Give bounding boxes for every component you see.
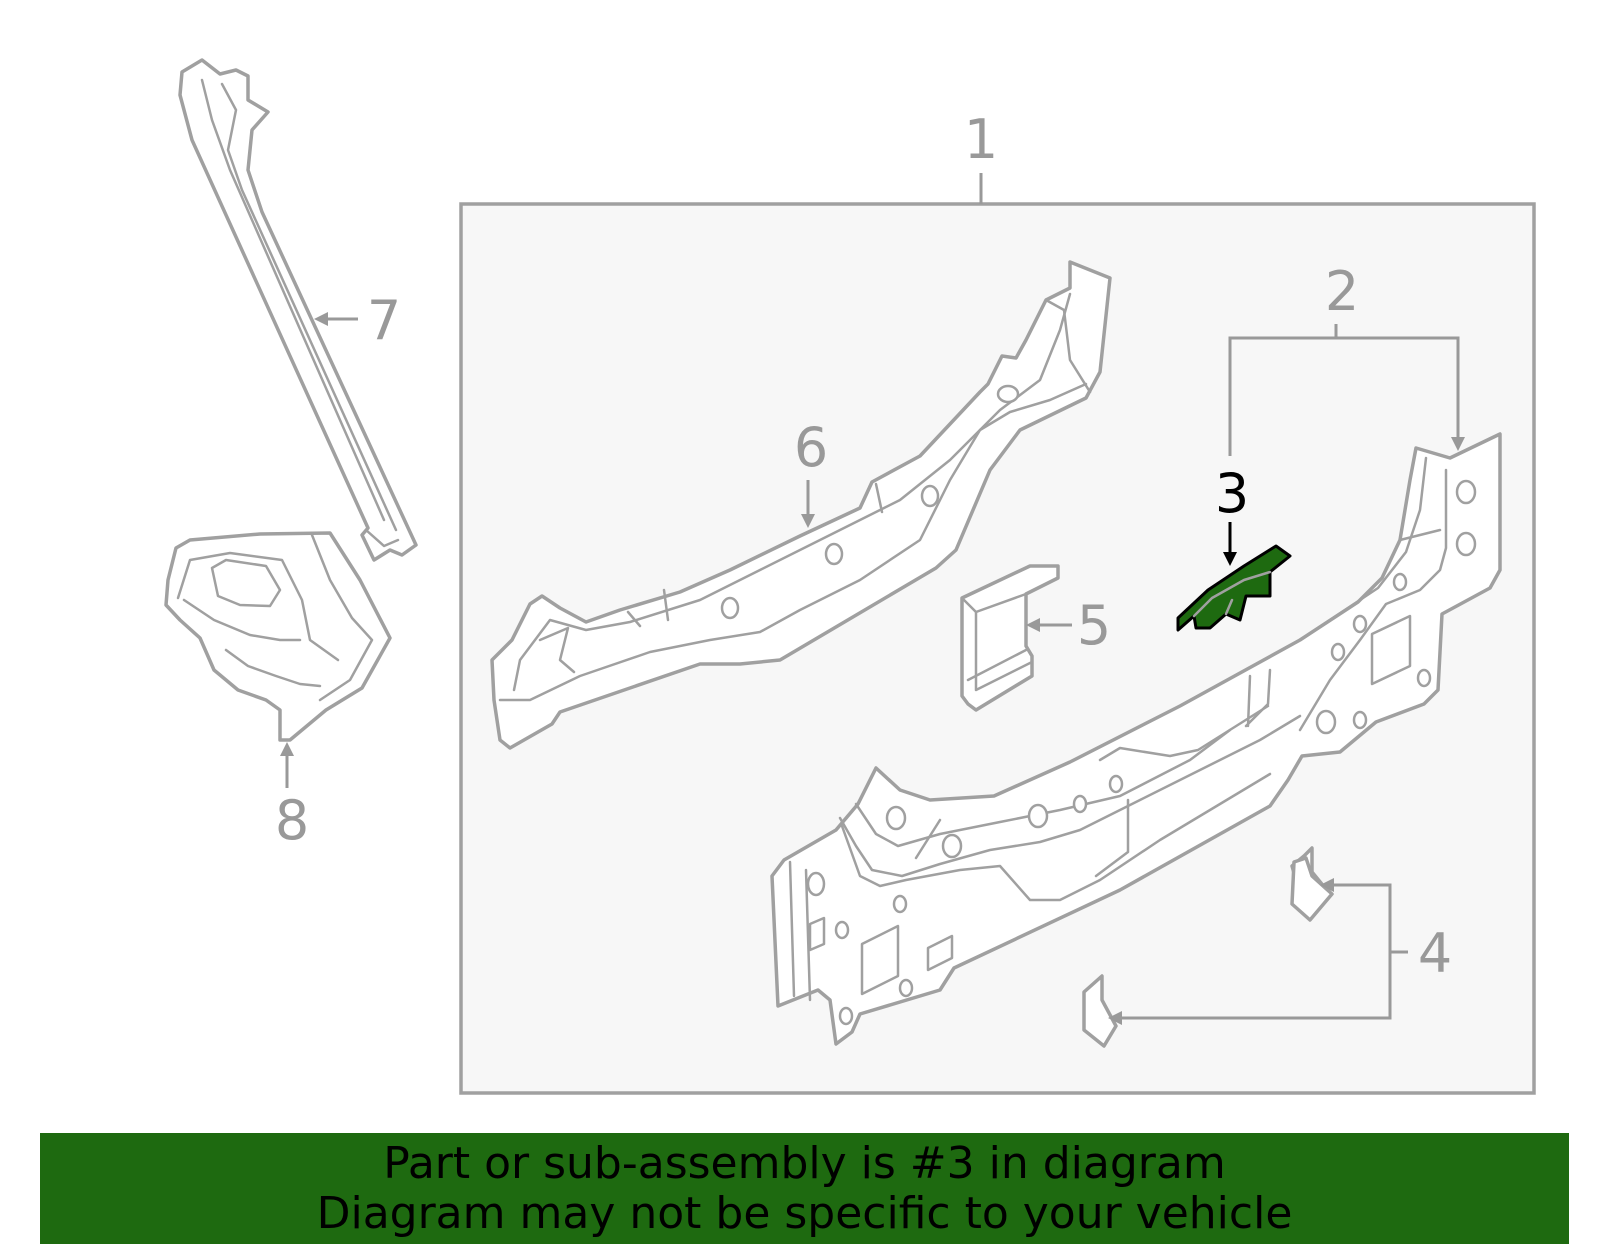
callout-5[interactable]: 5: [1077, 594, 1111, 657]
part-6-rail[interactable]: [490, 260, 1112, 750]
callout-6[interactable]: 6: [794, 416, 828, 479]
part-3-highlighted[interactable]: [1176, 544, 1292, 632]
arrow-4-upper: [1320, 878, 1334, 892]
info-banner: Part or sub-assembly is #3 in diagram Di…: [40, 1133, 1569, 1244]
callout-4[interactable]: 4: [1418, 922, 1452, 985]
part-7-pillar[interactable]: [178, 58, 418, 562]
callout-1[interactable]: 1: [964, 108, 998, 171]
part-2-panel[interactable]: [770, 432, 1502, 1046]
callout-7[interactable]: 7: [367, 289, 401, 352]
arrow-2: [1451, 437, 1465, 451]
arrow-3: [1223, 552, 1237, 566]
part-5-bracket[interactable]: [960, 564, 1060, 712]
callout-2[interactable]: 2: [1325, 260, 1359, 323]
part-4-clip-lower[interactable]: [1082, 974, 1118, 1048]
arrow-7: [314, 312, 328, 326]
arrow-4-lower: [1108, 1011, 1122, 1025]
arrow-8: [280, 742, 294, 756]
arrow-6: [801, 514, 815, 528]
banner-line-1: Part or sub-assembly is #3 in diagram: [383, 1138, 1226, 1189]
part-4-clip-upper[interactable]: [1290, 846, 1334, 922]
arrow-5: [1026, 618, 1040, 632]
leader-2-bracket: [1228, 336, 1460, 456]
callout-3[interactable]: 3: [1215, 462, 1249, 525]
banner-line-2: Diagram may not be specific to your vehi…: [316, 1188, 1293, 1239]
callout-8[interactable]: 8: [275, 789, 309, 852]
part-8-wheelhouse[interactable]: [164, 531, 392, 742]
